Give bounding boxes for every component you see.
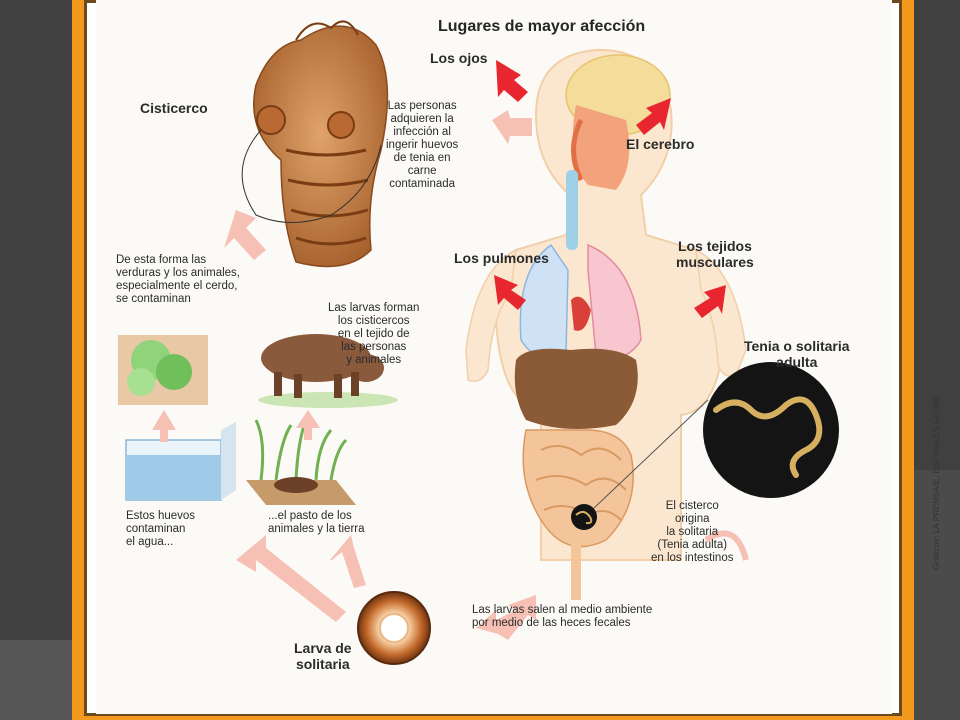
eyes-arrow	[496, 60, 528, 102]
lungs-arrow	[494, 275, 526, 310]
larva-illustration	[357, 591, 431, 665]
label-larvae-out: Las larvas salen al medio ambiente por m…	[472, 604, 653, 629]
sucker-right	[327, 111, 355, 139]
pig-leg	[274, 372, 282, 396]
lettuce-2	[156, 354, 192, 390]
cysticercus-head	[253, 25, 389, 268]
vegetables-box	[118, 335, 208, 405]
arrow-up-from-water	[152, 410, 176, 442]
diagram-canvas: Lugares de mayor afección Los ojos El ce…	[96, 0, 941, 714]
label-grass: ...el pasto de los animales y la tierra	[268, 510, 365, 535]
heart	[571, 296, 591, 331]
pig-leg	[351, 372, 359, 396]
right-arm	[695, 248, 747, 377]
cycle-arrows	[152, 110, 749, 640]
slide-background-left	[0, 0, 72, 720]
muscles-arrow	[694, 285, 726, 318]
oral-tissue	[571, 118, 584, 182]
label-muscles: Los tejidos musculares	[676, 238, 754, 270]
label-cysticercus: Cisticerco	[140, 100, 208, 116]
label-cysticercus-origin: El cisterco origina la solitaria (Tenia …	[651, 500, 734, 564]
pig-leg	[294, 374, 302, 398]
diagram-title: Lugares de mayor afección	[438, 18, 646, 35]
pointer-line	[593, 399, 709, 509]
label-brain: El cerebro	[626, 136, 695, 152]
liver	[514, 348, 638, 429]
red-organ-arrows	[494, 60, 726, 318]
intestines	[522, 429, 634, 548]
lettuce-3	[127, 368, 155, 396]
head-outline	[241, 129, 382, 223]
tapeworm-intestine-inset	[571, 504, 597, 530]
adult-tapeworm-image	[571, 362, 839, 530]
water-box-side	[221, 422, 236, 500]
tapeworm-body	[713, 396, 823, 478]
brain-arrow	[636, 98, 671, 135]
human-body-figure	[465, 48, 747, 600]
arrow-larva-to-eggs	[236, 535, 346, 622]
arrow-to-cysticercus	[224, 210, 266, 260]
label-larva: Larva de solitaria	[294, 640, 352, 672]
label-adult-tapeworm: Tenia o solitaria adulta	[744, 338, 850, 370]
label-contamination: De esta forma las verduras y los animale…	[116, 254, 240, 305]
trachea	[566, 170, 578, 250]
arrow-larva-to-grass	[330, 535, 366, 588]
tapeworm-circle	[703, 362, 839, 498]
label-lungs: Los pulmones	[454, 250, 549, 266]
pig-ground	[258, 392, 398, 408]
pig-leg	[334, 374, 342, 398]
small-tapeworm	[575, 511, 593, 525]
arrow-up-from-grass	[296, 410, 320, 440]
background-stripe	[914, 470, 960, 720]
arrow-tapeworm-to-intestine	[704, 530, 749, 561]
label-infection: Las personas adquieren la infección al i…	[386, 100, 459, 190]
neck-rings	[285, 148, 369, 246]
cysticercus-illustration	[241, 20, 389, 268]
water	[126, 455, 221, 500]
grass-blades	[254, 419, 348, 481]
arrow-larva-in	[476, 595, 536, 640]
pig-illustration	[258, 334, 398, 408]
sucker-left	[256, 105, 286, 135]
hooks	[295, 20, 359, 41]
pig-body	[261, 334, 371, 382]
label-eyes: Los ojos	[430, 50, 488, 66]
mouth-cavity	[572, 105, 630, 190]
water-box	[125, 422, 236, 501]
larva-core	[379, 613, 409, 643]
label-larvae-form: Las larvas forman los cisticercos en el …	[328, 302, 420, 366]
feces	[274, 477, 318, 493]
label-eggs-water: Estos huevos contaminan el agua...	[126, 510, 196, 548]
grass-illustration	[246, 419, 356, 505]
background-stripe	[0, 640, 72, 720]
diagram-illustration	[118, 20, 839, 665]
credit-text: Gráficos: LA PRENSA/E. ESPINALES GUIDO	[931, 396, 941, 570]
arrow-into-mouth	[492, 110, 532, 144]
